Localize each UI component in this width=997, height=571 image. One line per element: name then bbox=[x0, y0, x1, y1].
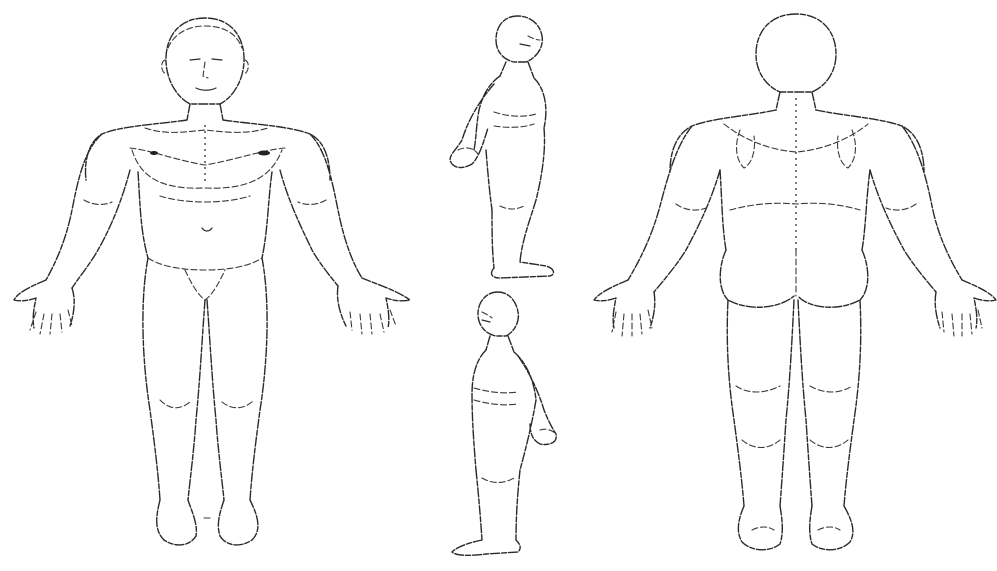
human-body-back-icon bbox=[594, 14, 996, 550]
